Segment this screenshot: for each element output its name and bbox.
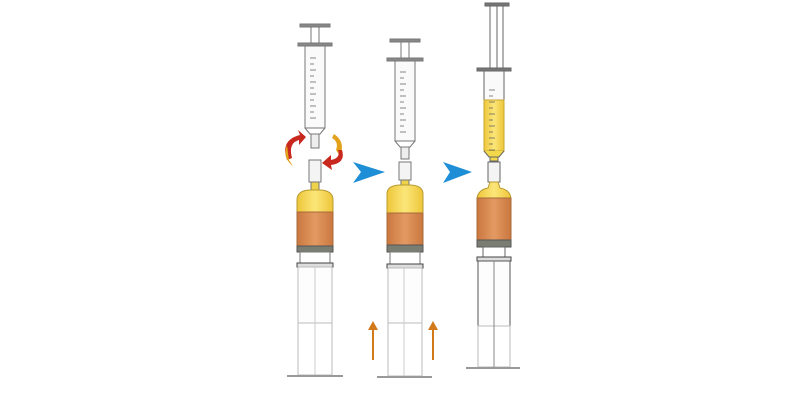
vial-connector [308,159,322,183]
drawn-liquid [483,99,505,152]
plunger-thumb [299,23,331,28]
syringe-step-2 [377,38,432,378]
syringe-barrel [304,45,326,129]
push-up-arrows-icon [368,321,438,360]
vial-cap [296,189,334,213]
step-arrow-icon [353,162,385,183]
rotate-arrows-icon [285,130,343,170]
luer-tip [310,133,320,149]
syringe-step-3 [466,2,520,369]
syringe-step-1 [287,23,343,377]
vial-body [296,211,334,247]
step-arrow-icon [443,162,472,183]
